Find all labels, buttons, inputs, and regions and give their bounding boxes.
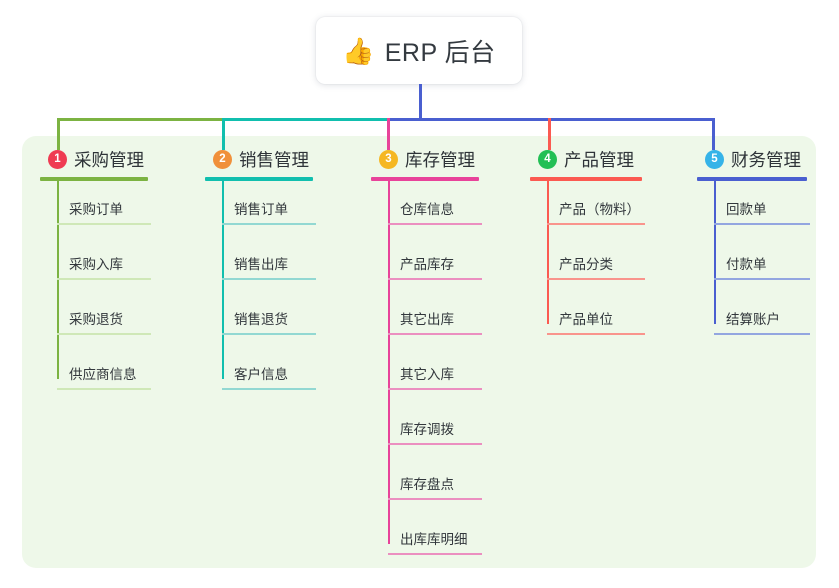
branches-panel bbox=[22, 136, 816, 568]
branch-product[interactable]: 4 产品管理 bbox=[530, 146, 642, 181]
leaf-item-underline bbox=[547, 333, 645, 335]
branch-spine-product bbox=[547, 181, 549, 324]
leaf-item-underline bbox=[388, 388, 482, 390]
leaf-item-label: 仓库信息 bbox=[400, 202, 454, 217]
leaf-item-label: 结算账户 bbox=[726, 312, 780, 327]
leaf-item-label: 出库库明细 bbox=[400, 532, 468, 547]
leaf-item-label: 产品库存 bbox=[400, 257, 454, 272]
leaf-item-underline bbox=[57, 388, 151, 390]
leaf-item-label: 供应商信息 bbox=[69, 367, 137, 382]
branch-inventory[interactable]: 3 库存管理 bbox=[371, 146, 479, 181]
thumbs-up-icon: 👍 bbox=[342, 35, 375, 66]
leaf-item-underline bbox=[57, 223, 151, 225]
branch-number-badge-product: 4 bbox=[538, 149, 557, 169]
bus-segment-3 bbox=[387, 118, 715, 121]
branch-spine-purchasing bbox=[57, 181, 59, 379]
branch-number-badge-sales: 2 bbox=[213, 149, 232, 169]
branch-underline-sales bbox=[205, 177, 313, 181]
bus-segment-2 bbox=[222, 118, 390, 121]
branch-title-purchasing: 采购管理 bbox=[74, 149, 144, 170]
drop-line-inventory bbox=[387, 118, 390, 150]
leaf-item-underline bbox=[388, 498, 482, 500]
leaf-item-label: 产品单位 bbox=[559, 312, 613, 327]
branch-title-sales: 销售管理 bbox=[239, 149, 309, 170]
leaf-item-underline bbox=[714, 333, 810, 335]
leaf-item-label: 回款单 bbox=[726, 202, 767, 217]
branch-header-product[interactable]: 4 产品管理 bbox=[530, 146, 642, 172]
leaf-item-underline bbox=[547, 223, 645, 225]
branch-number-badge-finance: 5 bbox=[705, 149, 724, 169]
branch-number-badge-inventory: 3 bbox=[379, 149, 398, 169]
leaf-item-label: 采购退货 bbox=[69, 312, 123, 327]
branch-spine-sales bbox=[222, 181, 224, 379]
leaf-item-label: 其它入库 bbox=[400, 367, 454, 382]
branch-spine-inventory bbox=[388, 181, 390, 544]
branch-spine-finance bbox=[714, 181, 716, 324]
leaf-item-label: 销售订单 bbox=[234, 202, 288, 217]
leaf-item-underline bbox=[388, 333, 482, 335]
leaf-item-underline bbox=[222, 278, 316, 280]
branch-header-sales[interactable]: 2 销售管理 bbox=[205, 146, 313, 172]
leaf-item-label: 采购入库 bbox=[69, 257, 123, 272]
leaf-item-underline bbox=[388, 553, 482, 555]
leaf-item-label: 客户信息 bbox=[234, 367, 288, 382]
leaf-item-underline bbox=[222, 333, 316, 335]
branch-underline-product bbox=[530, 177, 642, 181]
leaf-item-underline bbox=[714, 223, 810, 225]
bus-segment-1 bbox=[57, 118, 225, 121]
leaf-item-underline bbox=[57, 333, 151, 335]
drop-line-purchasing bbox=[57, 118, 60, 150]
branch-title-product: 产品管理 bbox=[564, 149, 634, 170]
leaf-item-underline bbox=[222, 388, 316, 390]
leaf-item-label: 库存调拨 bbox=[400, 422, 454, 437]
leaf-item-label: 采购订单 bbox=[69, 202, 123, 217]
leaf-item-label: 其它出库 bbox=[400, 312, 454, 327]
leaf-item-underline bbox=[547, 278, 645, 280]
leaf-item-underline bbox=[388, 443, 482, 445]
leaf-item-label: 付款单 bbox=[726, 257, 767, 272]
branch-underline-finance bbox=[697, 177, 807, 181]
branch-underline-inventory bbox=[371, 177, 479, 181]
leaf-item-underline bbox=[57, 278, 151, 280]
leaf-item-underline bbox=[388, 223, 482, 225]
root-trunk-line bbox=[419, 84, 422, 121]
leaf-item-label: 库存盘点 bbox=[400, 477, 454, 492]
branch-sales[interactable]: 2 销售管理 bbox=[205, 146, 313, 181]
leaf-item-underline bbox=[714, 278, 810, 280]
root-node[interactable]: 👍 ERP 后台 bbox=[316, 17, 522, 84]
leaf-item-underline bbox=[222, 223, 316, 225]
leaf-item-label: 产品分类 bbox=[559, 257, 613, 272]
drop-line-finance bbox=[712, 118, 715, 150]
branch-header-inventory[interactable]: 3 库存管理 bbox=[371, 146, 479, 172]
leaf-item-underline bbox=[388, 278, 482, 280]
leaf-item-label: 销售退货 bbox=[234, 312, 288, 327]
branch-finance[interactable]: 5 财务管理 bbox=[697, 146, 807, 181]
drop-line-sales bbox=[222, 118, 225, 150]
root-node-label: ERP 后台 bbox=[384, 38, 496, 67]
branch-header-purchasing[interactable]: 1 采购管理 bbox=[40, 146, 148, 172]
branch-title-inventory: 库存管理 bbox=[405, 149, 475, 170]
branch-header-finance[interactable]: 5 财务管理 bbox=[697, 146, 807, 172]
branch-underline-purchasing bbox=[40, 177, 148, 181]
drop-line-product bbox=[548, 118, 551, 150]
leaf-item-label: 销售出库 bbox=[234, 257, 288, 272]
branch-title-finance: 财务管理 bbox=[731, 149, 801, 170]
branch-purchasing[interactable]: 1 采购管理 bbox=[40, 146, 148, 181]
branch-number-badge-purchasing: 1 bbox=[48, 149, 67, 169]
leaf-item-label: 产品（物料） bbox=[559, 202, 640, 217]
